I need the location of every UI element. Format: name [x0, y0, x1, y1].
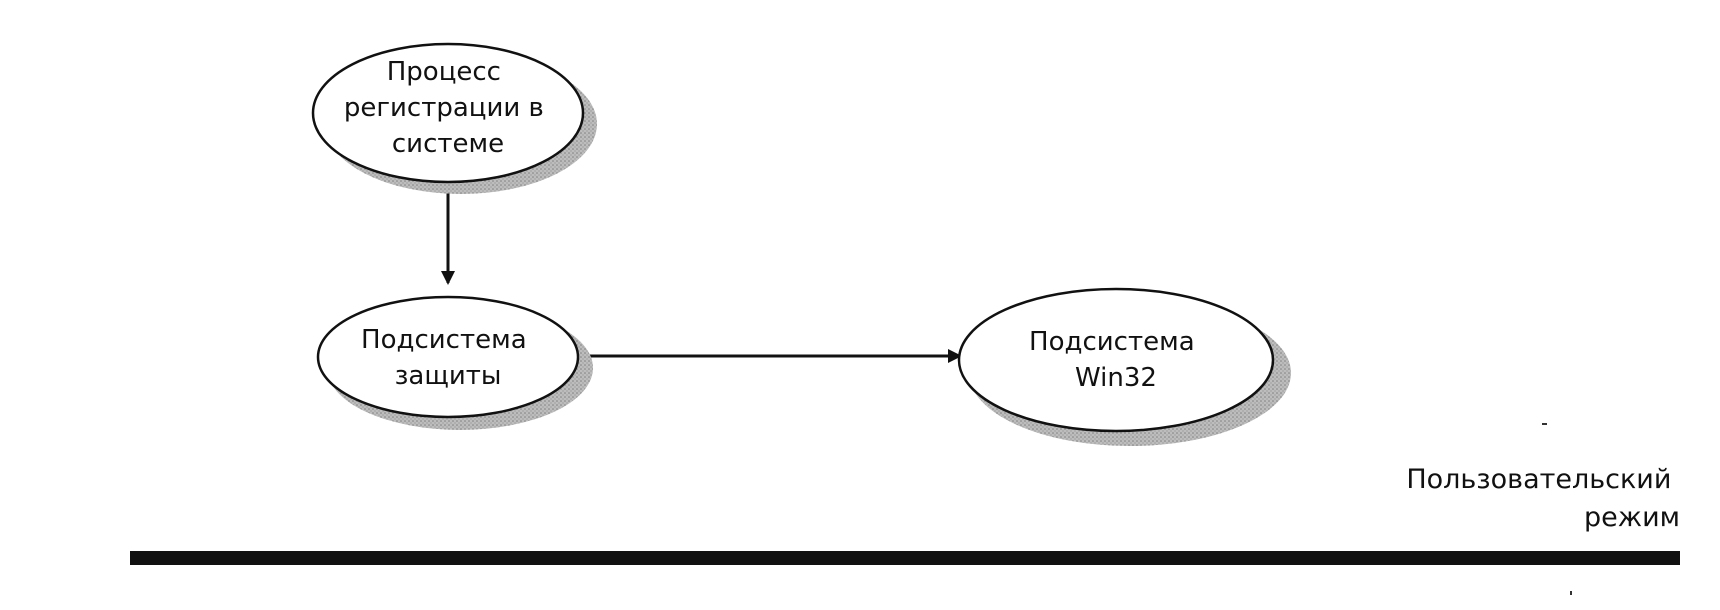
user-mode-label: Пользовательский режим: [1406, 464, 1680, 533]
user-mode-line-2: режим: [1584, 502, 1680, 533]
node-security-subsystem: Подсистема защиты: [316, 295, 593, 430]
scan-speck-2: [1570, 591, 1572, 595]
logon-process-line-3: системе: [392, 129, 504, 159]
user-mode-label-group: Пользовательский режим: [1406, 464, 1680, 533]
win32-subsystem-label: Подсистема Win32: [1029, 327, 1203, 393]
logon-process-ellipse: [311, 42, 585, 184]
win32-subsystem-line-1: Подсистема: [1029, 327, 1195, 357]
node-logon-process: Процесс регистрации в системе: [311, 42, 597, 194]
node-win32-subsystem: Подсистема Win32: [957, 287, 1291, 446]
scan-speck-1: [1542, 423, 1547, 425]
security-subsystem-line-1: Подсистема: [361, 325, 527, 355]
security-subsystem-label: Подсистема защиты: [361, 325, 535, 391]
win32-subsystem-ellipse: [957, 287, 1275, 433]
logon-process-line-2: регистрации в: [344, 93, 544, 123]
logon-process-line-1: Процесс: [387, 57, 501, 87]
mode-boundary-line: [130, 551, 1680, 565]
security-subsystem-line-2: защиты: [395, 361, 502, 391]
user-mode-line-1: Пользовательский: [1406, 464, 1671, 495]
logon-process-label: Процесс регистрации в системе: [344, 57, 552, 159]
security-subsystem-ellipse: [316, 295, 580, 419]
win32-subsystem-line-2: Win32: [1075, 363, 1157, 393]
